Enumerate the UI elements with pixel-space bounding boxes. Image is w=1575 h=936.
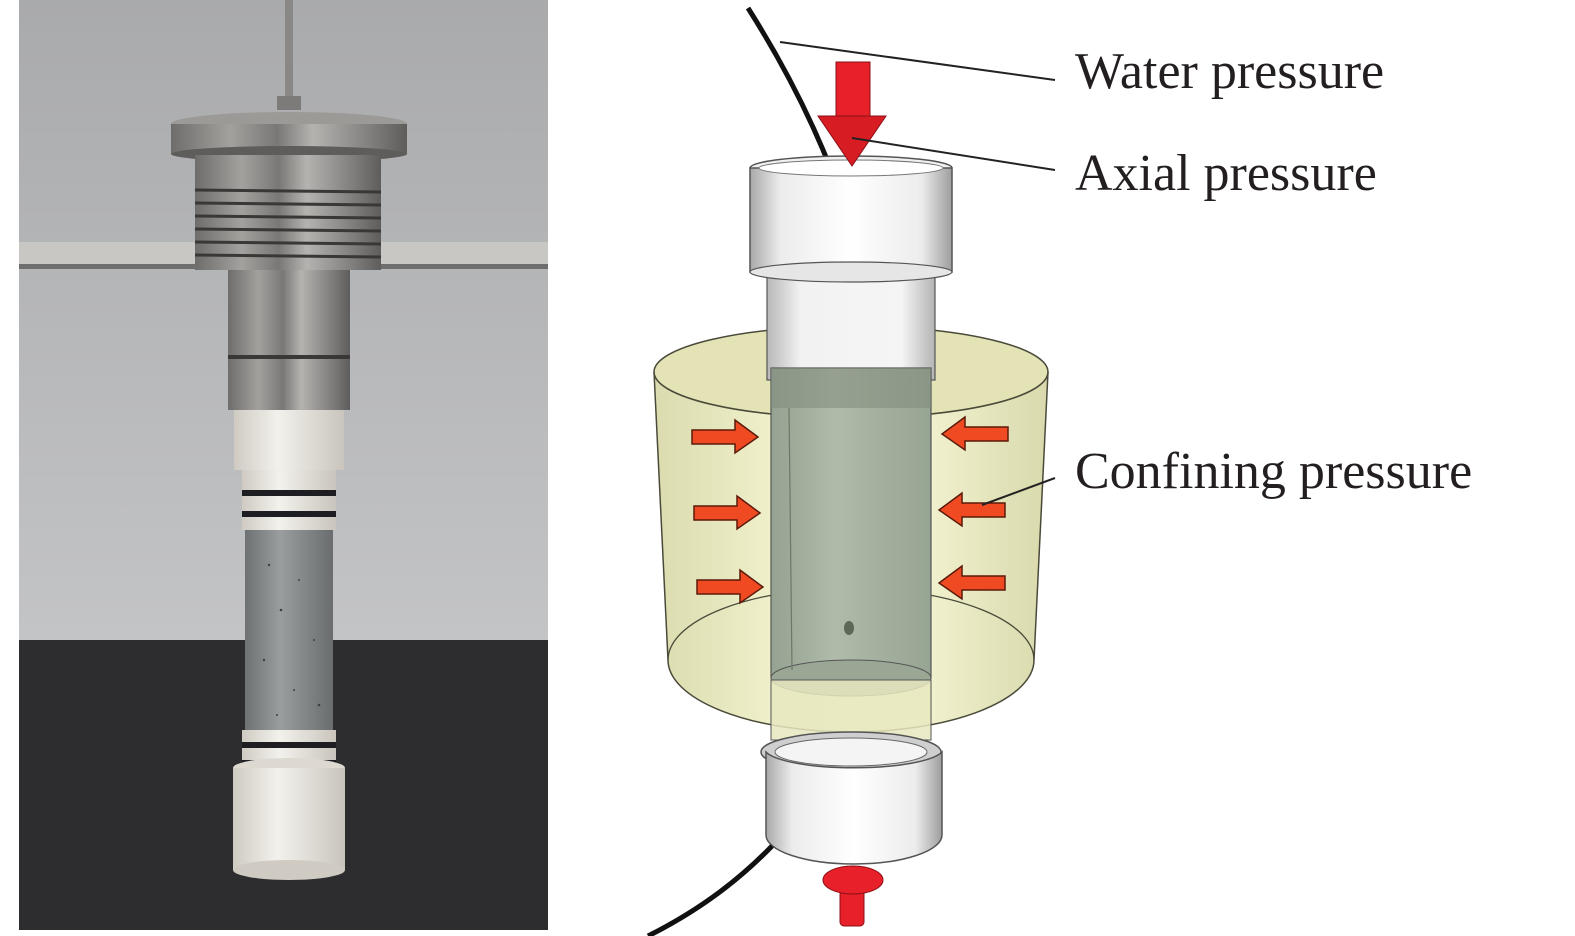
confining-arrow-icon <box>693 494 762 531</box>
confining-arrow-icon <box>691 418 760 455</box>
confining-arrow-icon <box>937 491 1006 528</box>
axial-pressure-arrow-icon <box>817 61 887 167</box>
leader-water <box>779 41 1056 81</box>
confining-arrows-left <box>691 418 765 605</box>
apparatus-photo <box>19 0 548 930</box>
label-axial-pressure: Axial pressure <box>1075 145 1377 202</box>
base-ptfe-cap <box>233 768 345 870</box>
label-confining-pressure: Confining pressure <box>1075 443 1473 500</box>
specimen-speckles <box>262 563 321 716</box>
water-inlet-tube <box>745 6 835 173</box>
bottom-cap <box>765 750 943 865</box>
label-water-pressure: Water pressure <box>1075 43 1385 100</box>
confining-arrow-icon <box>940 415 1009 452</box>
leader-axial <box>851 137 1056 171</box>
schematic-diagram <box>646 6 1056 936</box>
specimen-defect <box>844 621 854 635</box>
upper-ptfe-cap <box>234 410 344 470</box>
water-outlet-tube <box>646 844 774 936</box>
upper-body <box>228 270 350 410</box>
threaded-section <box>195 155 381 270</box>
top-cap <box>749 167 953 273</box>
o-rings-upper <box>242 490 336 517</box>
thread-grooves <box>194 188 382 259</box>
top-rod <box>285 0 293 100</box>
specimen <box>245 530 333 730</box>
confining-arrows-right <box>937 415 1009 601</box>
leader-lines <box>779 41 1056 506</box>
bottom-fitting-icon <box>822 865 884 927</box>
confining-arrow-icon <box>696 568 765 605</box>
leader-confining <box>981 477 1056 506</box>
confining-arrow-icon <box>937 564 1006 601</box>
upper-sleeve <box>766 267 936 381</box>
